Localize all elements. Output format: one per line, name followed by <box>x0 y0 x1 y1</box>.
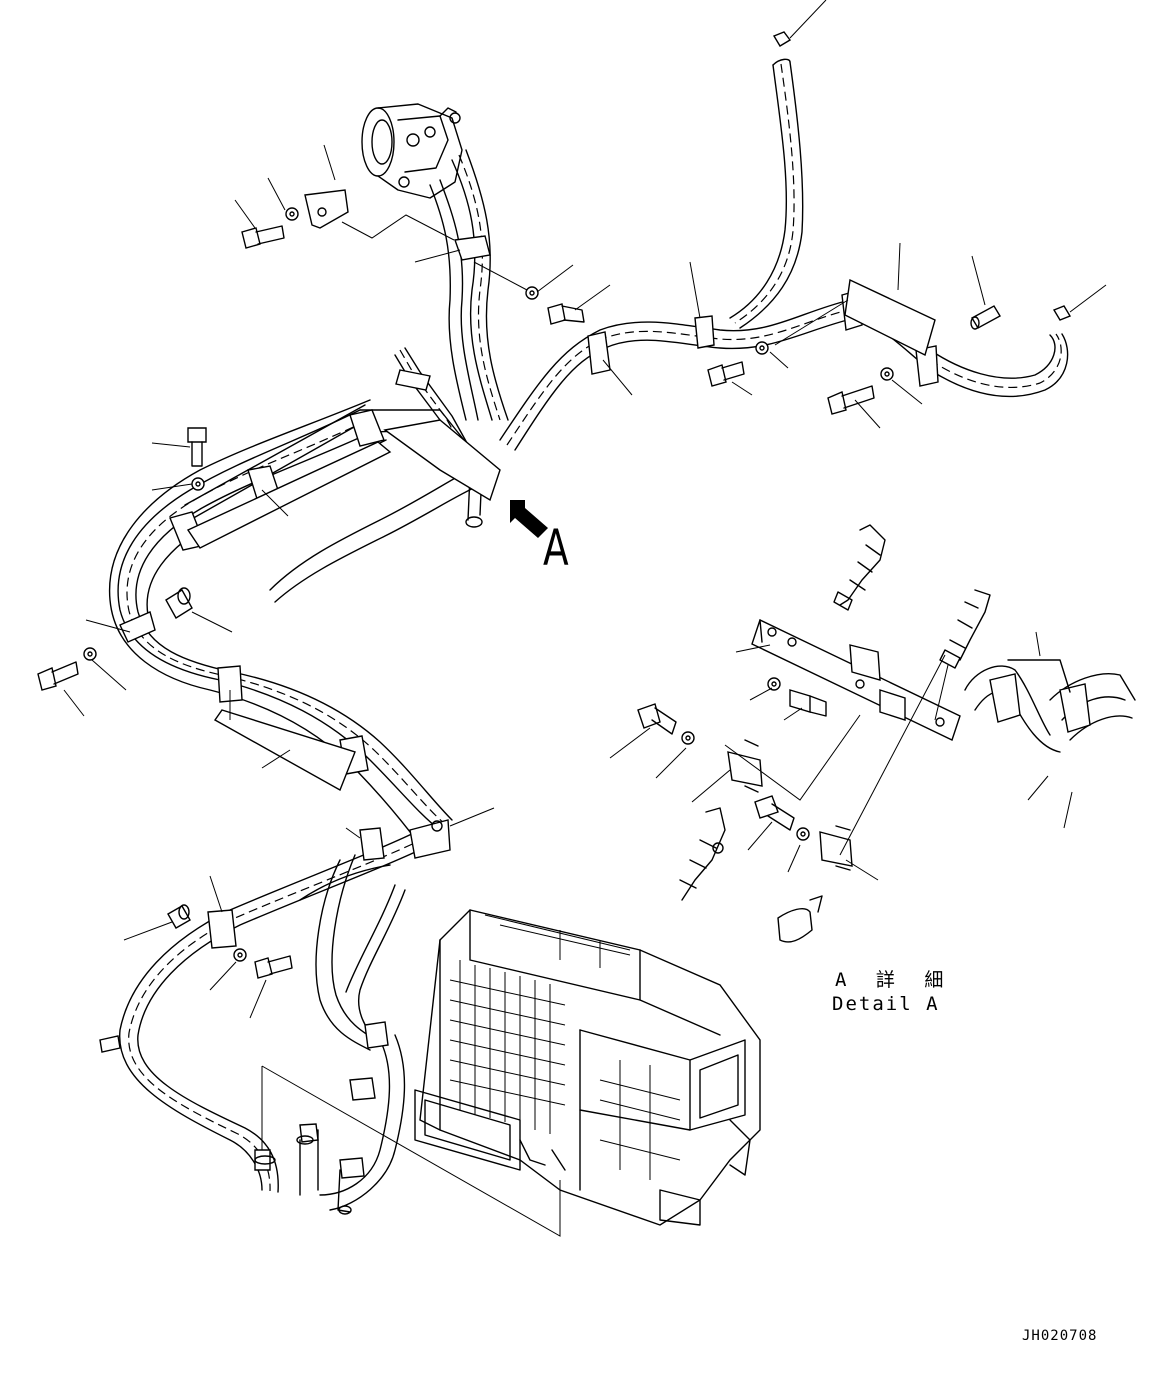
drawing-code: JH020708 <box>1022 1328 1098 1344</box>
detail-a-view <box>637 524 1136 943</box>
detail-label-japanese: A 詳 細 <box>835 969 953 991</box>
brackets <box>186 189 936 792</box>
heater-fittings <box>254 1129 566 1215</box>
leader-lines <box>63 0 1107 1237</box>
fasteners <box>37 31 1072 979</box>
view-arrow-a <box>510 500 548 538</box>
view-label-a: A <box>543 519 569 577</box>
detail-label-english: Detail A <box>832 993 940 1015</box>
hose-left-loop <box>108 399 453 846</box>
discharge-hoses <box>429 149 509 421</box>
heater-unit <box>414 909 761 1226</box>
compressor <box>361 103 463 199</box>
hose-lower-pipe <box>119 469 481 1211</box>
hose-vertical-top <box>729 58 804 329</box>
